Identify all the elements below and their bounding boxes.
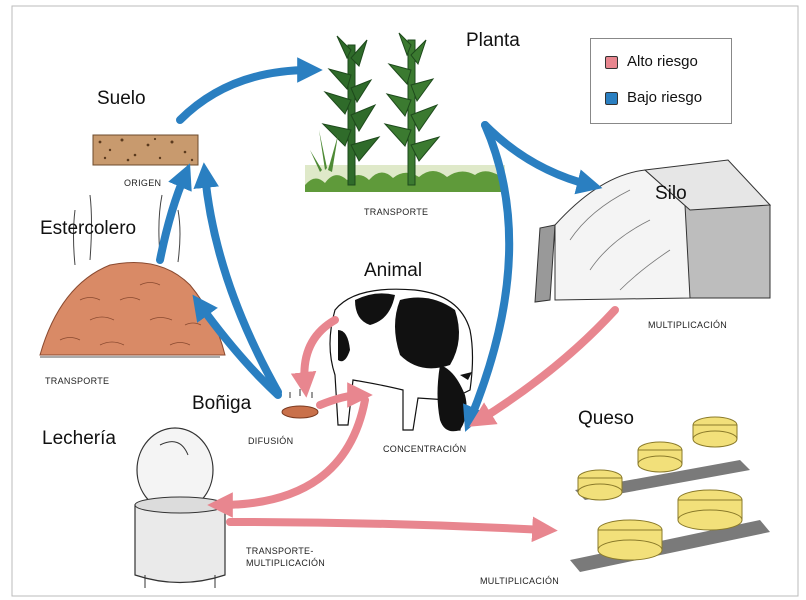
legend-swatch-high — [605, 56, 618, 69]
soil-illustration — [93, 135, 198, 165]
legend-label-low: Bajo riesgo — [627, 89, 702, 106]
node-label-queso: Queso — [578, 408, 634, 430]
node-label-silo: Silo — [655, 183, 687, 205]
arrow-dairy-to-cheese — [230, 522, 545, 530]
caption-concentracion: CONCENTRACIÓN — [383, 444, 466, 454]
caption-difusion: DIFUSIÓN — [248, 436, 293, 446]
dairy-tank-illustration — [135, 428, 225, 588]
node-label-boniga: Boñiga — [192, 393, 251, 415]
legend: Alto riesgo Bajo riesgo — [590, 38, 732, 124]
caption-transporte-planta: TRANSPORTE — [364, 207, 428, 217]
plant-illustration — [305, 33, 505, 192]
cheese-illustration — [570, 417, 770, 572]
arrow-soil-to-plant — [180, 70, 310, 120]
caption-multiplicacion-silo: MULTIPLICACIÓN — [648, 320, 727, 330]
caption-transporte-estercolero: TRANSPORTE — [45, 376, 109, 386]
legend-swatch-low — [605, 92, 618, 105]
dung-illustration — [282, 389, 318, 418]
arrow-estercolero-to-soil — [160, 175, 185, 260]
cow-illustration — [330, 289, 473, 431]
caption-transporte-multiplicacion-2: MULTIPLICACIÓN — [246, 558, 325, 568]
legend-label-high: Alto riesgo — [627, 53, 698, 70]
node-label-suelo: Suelo — [97, 88, 146, 110]
caption-multiplicacion-queso: MULTIPLICACIÓN — [480, 576, 559, 586]
caption-origen: ORIGEN — [124, 178, 161, 188]
node-label-planta: Planta — [466, 30, 520, 52]
node-label-lecheria: Lechería — [42, 428, 116, 450]
caption-transporte-multiplicacion-1: TRANSPORTE- — [246, 546, 314, 556]
node-label-animal: Animal — [364, 260, 422, 282]
node-label-estercolero: Estercolero — [40, 218, 136, 240]
